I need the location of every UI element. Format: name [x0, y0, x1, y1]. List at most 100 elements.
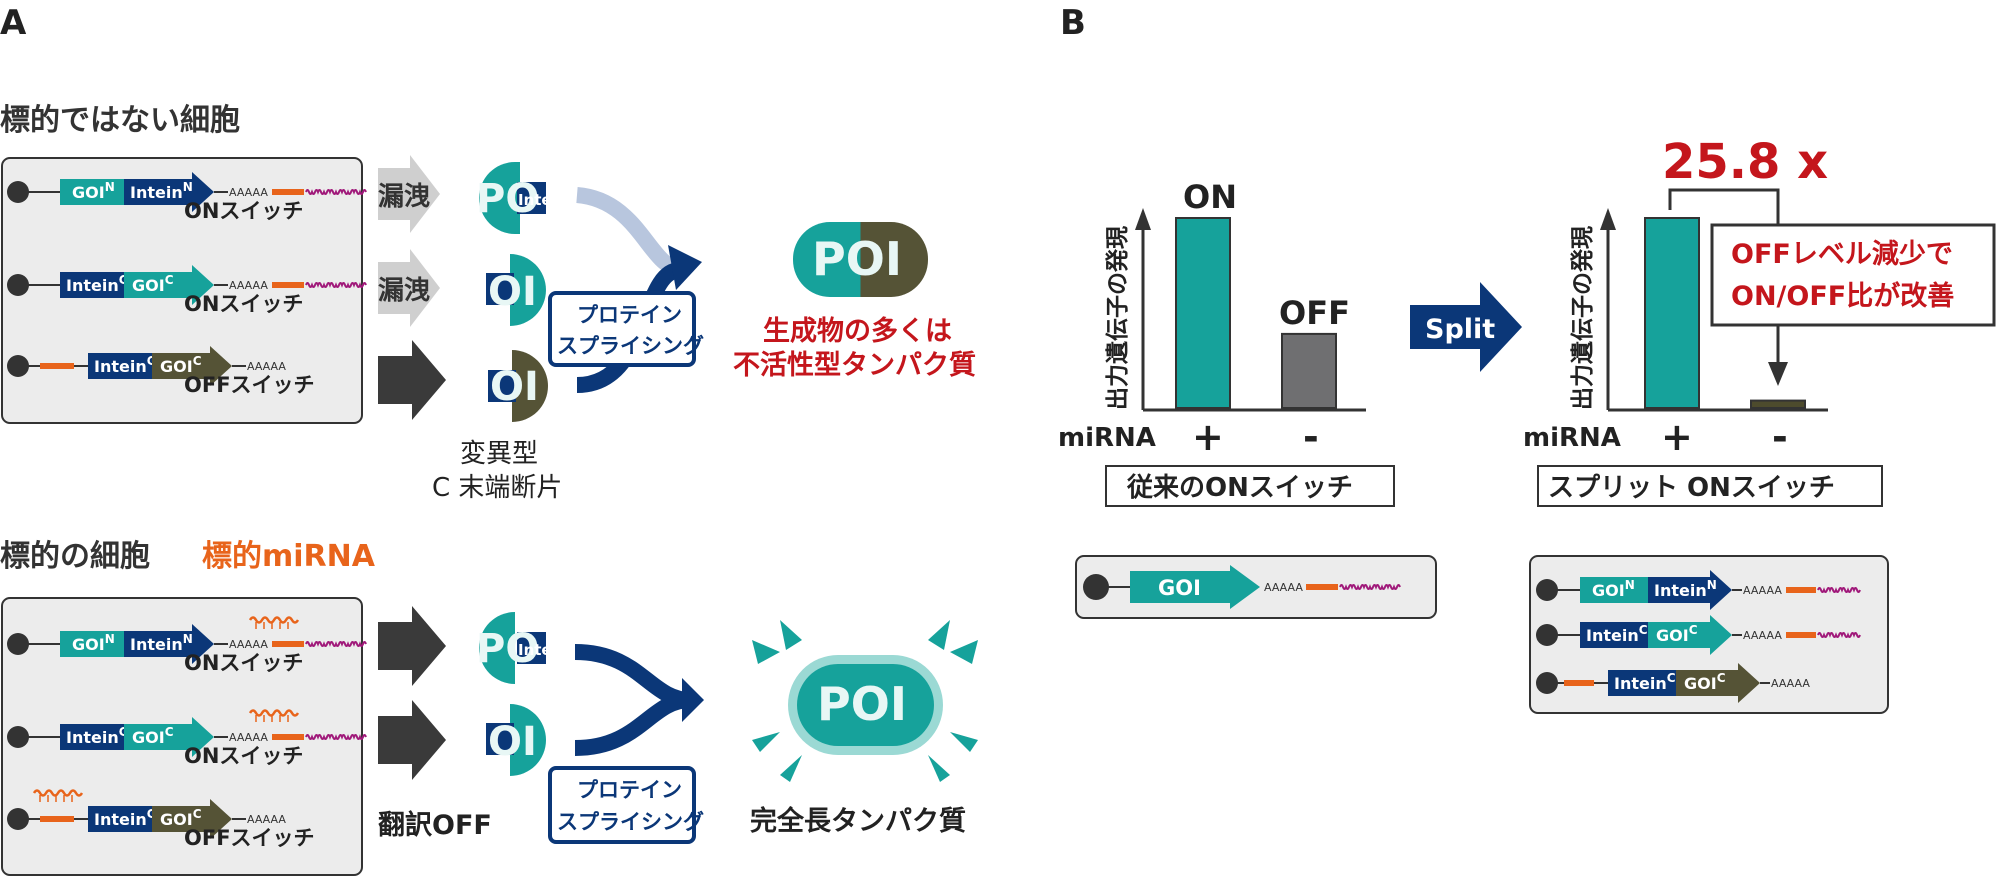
split-construct-3-seg1 — [1608, 670, 1676, 696]
conv-goi-segment — [1130, 565, 1260, 609]
t-construct-1-seg2-label: InteinN — [130, 632, 193, 654]
t-construct-1-polya: AAAAA — [229, 638, 268, 651]
split-construct-3-polya: AAAAA — [1771, 677, 1810, 690]
t-construct-1-seg1-label: GOIN — [72, 632, 115, 654]
t-construct-3-label: OFFスイッチ — [184, 826, 315, 850]
chart1-bar-0 — [1175, 217, 1231, 409]
split-construct-1-seg1-label: GOIN — [1592, 578, 1635, 600]
fragment-poi-c-target: ein OI — [458, 704, 546, 776]
fragment-oi-text: OI — [488, 269, 537, 315]
nt-construct-2-seg2-label: GOIC — [132, 273, 174, 295]
chart2-ylabel: 出力遺伝子の発現 — [1570, 226, 1596, 410]
nt-construct-3-seg2 — [152, 346, 232, 386]
chart1-bar-label-1: OFF — [1279, 294, 1350, 332]
nt-construct-1-label: ONスイッチ — [184, 199, 303, 223]
split-construct-3-target-site-5 — [1564, 680, 1594, 686]
chart1-y-arrowhead — [1135, 208, 1151, 230]
mutant-label-2: C 末端断片 — [432, 473, 562, 503]
split-construct-2-target-site — [1786, 632, 1816, 638]
t-construct-3-mirna — [32, 789, 84, 802]
t-construct-1-label: ONスイッチ — [184, 651, 303, 675]
fragment-poi-n-target: PO Inte — [476, 612, 552, 684]
annotation-line-1: OFFレベル減少で — [1731, 239, 1953, 270]
t-construct-3-polya: AAAAA — [247, 813, 286, 826]
mutant-label-1: 変異型 — [460, 439, 538, 469]
fragment-ein-target-text: ein — [458, 732, 484, 750]
target-mirna-heading: 標的miRNA — [202, 539, 376, 574]
splicing-arrowhead-nt — [668, 245, 702, 290]
translation-arrow-t-2 — [378, 700, 446, 780]
split-construct-3-seg2-label: GOIC — [1684, 671, 1726, 693]
t-construct-2-seg2 — [124, 717, 214, 757]
fragment-po-target-text: PO — [476, 626, 539, 672]
fragment-oi-target-text: OI — [488, 719, 537, 765]
nt-construct-3-target-site-5 — [40, 363, 74, 369]
translation-arrow-t-1 — [378, 606, 446, 686]
t-construct-1-tail — [305, 641, 367, 647]
nt-construct-3-label: OFFスイッチ — [184, 373, 315, 397]
chart2-xlabel: miRNA — [1523, 423, 1621, 453]
fragment-po-text: PO — [476, 176, 539, 222]
panel-label-b: B — [1060, 3, 1086, 43]
chart1-tick-1: - — [1303, 415, 1319, 459]
leak-arrow-2: 漏洩 — [378, 249, 440, 327]
nt-construct-2-target-site — [272, 282, 304, 288]
nt-construct-1-seg1-label: GOIN — [72, 180, 115, 202]
split-construct-3-seg1-label: InteinC — [1614, 671, 1676, 693]
splicing-label-t-2: スプライシング — [557, 810, 704, 834]
split-construct-1-seg1 — [1580, 577, 1648, 603]
t-construct-1-mirna-strand — [248, 616, 300, 624]
result-inactive-1: 生成物の多くは — [763, 316, 952, 347]
fragment-poi-n: PO Inte — [476, 162, 552, 234]
chart1-caption: 従来のONスイッチ — [1126, 473, 1353, 503]
target-heading: 標的の細胞 — [0, 539, 150, 574]
product-poi-active-text: POI — [817, 677, 907, 731]
chart2-tick-1: - — [1772, 415, 1788, 459]
nt-construct-3-polya: AAAAA — [247, 360, 286, 373]
nt-construct-1-seg1 — [60, 179, 124, 205]
fragment-oi-mutant-text: OI — [490, 364, 539, 410]
chart2-caption-box — [1537, 465, 1883, 507]
conv-tail — [1339, 584, 1401, 590]
chart1-bar-1 — [1281, 332, 1337, 409]
split-construct-1-tail — [1817, 587, 1861, 593]
translation-arrow-nt — [378, 340, 446, 420]
t-construct-1-target-site — [272, 641, 304, 647]
nt-construct-1-seg2-label: InteinN — [130, 180, 193, 202]
t-construct-3-mirna-strand — [32, 789, 84, 797]
annotation-line-2: ON/OFF比が改善 — [1731, 280, 1954, 312]
split-construct-2-seg2 — [1648, 615, 1732, 655]
t-construct-3-target-site-5 — [40, 816, 74, 822]
split-construct-1-target-site — [1786, 587, 1816, 593]
annotation-pointer-head — [1768, 362, 1788, 386]
panel-label-a: A — [0, 3, 27, 43]
chart1-tick-0: + — [1192, 415, 1224, 459]
t-construct-2-seg1-label: InteinC — [66, 725, 128, 747]
conv-goi-label: GOI — [1158, 576, 1201, 600]
t-construct-1-seg1 — [60, 631, 124, 657]
result-inactive-2: 不活性型タンパク質 — [733, 350, 976, 381]
chart1-bar-label-0: ON — [1183, 178, 1237, 216]
t-construct-3-seg2 — [152, 799, 232, 839]
nt-construct-2-seg1 — [60, 272, 124, 298]
chart1-caption-box — [1105, 465, 1395, 507]
splicing-label-box-t: プロテイン スプライシング — [548, 766, 704, 844]
split-construct-2-seg1-label: InteinC — [1586, 623, 1648, 645]
split-construct-3: InteinC GOIC AAAAA — [1536, 663, 1810, 703]
t-construct-2-polya: AAAAA — [229, 731, 268, 744]
chart-split: 出力遺伝子の発現 miRNA +- 25.8 x OFFレベル減少で ON/OF… — [1523, 134, 1996, 507]
product-poi-inactive: POI — [793, 222, 928, 297]
nt-construct-1-target-site — [272, 189, 304, 195]
nt-construct-3-seg1-label: InteinC — [94, 354, 156, 376]
nontarget-heading: 標的ではない細胞 — [0, 103, 240, 138]
split-arrow-label: Split — [1425, 314, 1495, 345]
fragment-inte-target-text: Inte — [518, 641, 552, 659]
